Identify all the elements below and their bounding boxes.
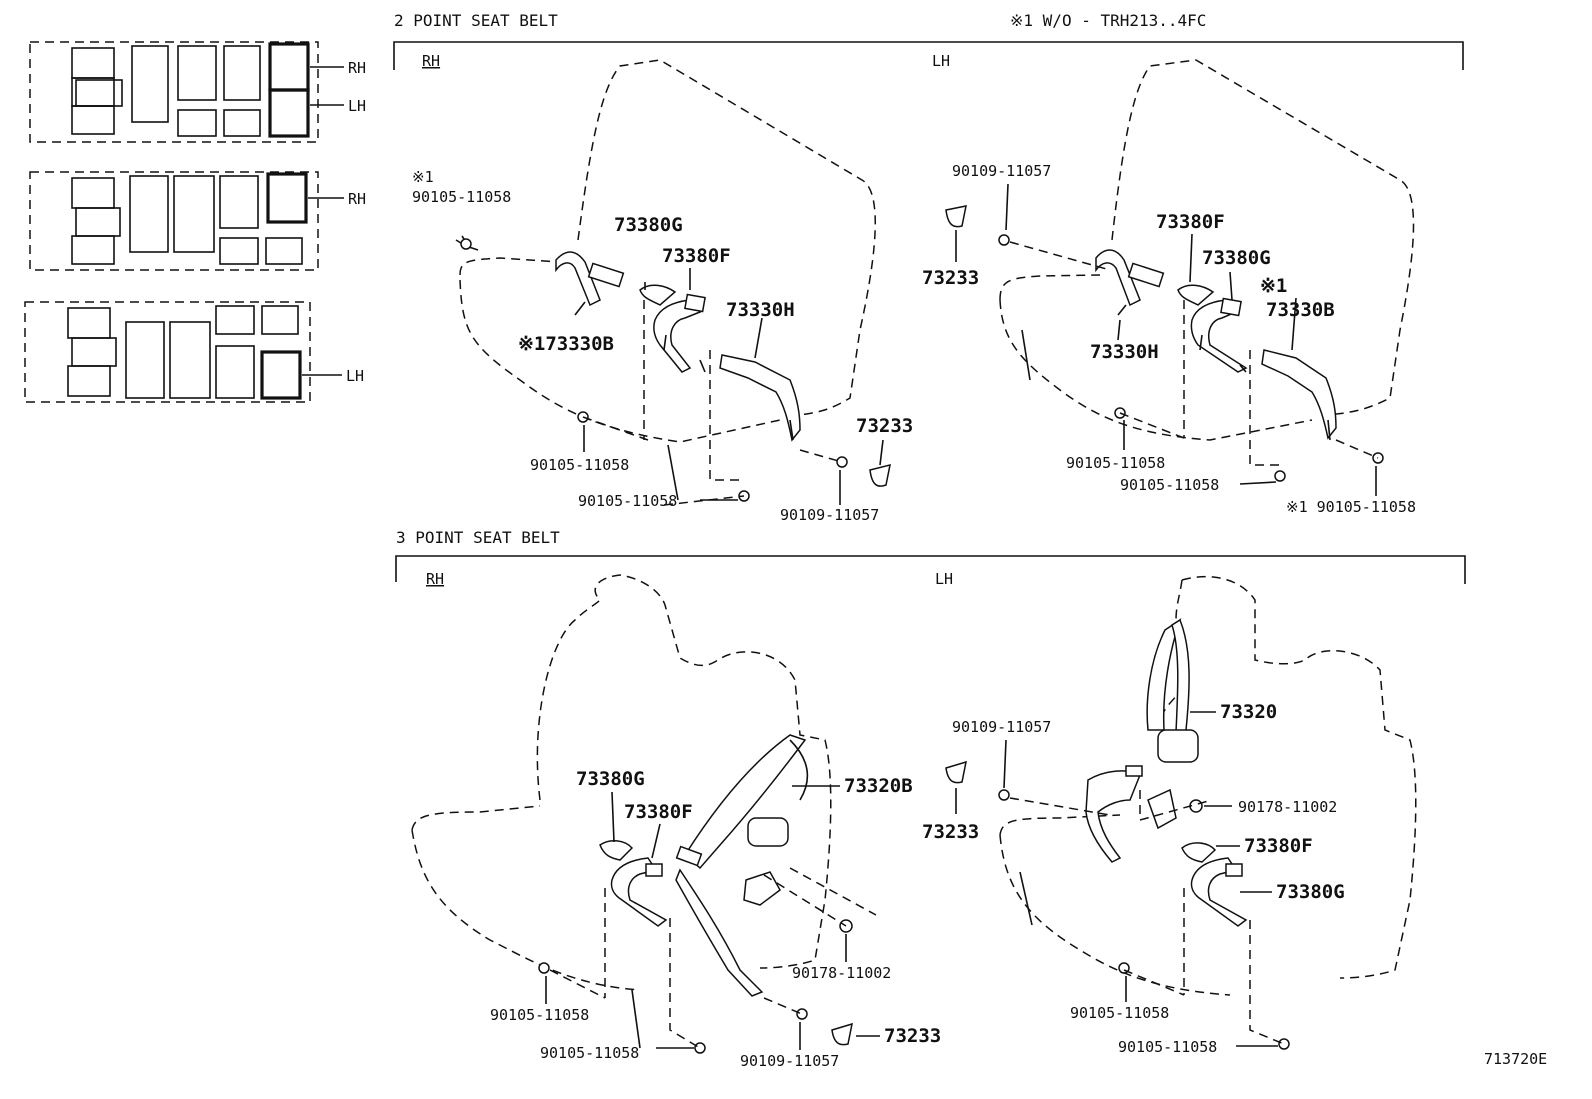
two-point-rh-seat-outline xyxy=(459,59,876,501)
two-point-title: 2 POINT SEAT BELT xyxy=(394,11,558,30)
two-point-bracket xyxy=(393,41,1464,70)
key1-rh-label: RH xyxy=(348,59,366,77)
lh2-73330B: 73330B xyxy=(1266,299,1335,321)
three-point-rh-seat-outline xyxy=(411,574,832,1049)
lh2-90105-b: 90105-11058 xyxy=(1120,476,1219,494)
key1-lh-label: LH xyxy=(348,97,366,115)
rh2-90109: 90109-11057 xyxy=(780,506,879,524)
lh3-73380F: 73380F xyxy=(1244,835,1313,857)
seat-key-diagram-2 xyxy=(29,171,344,271)
lh3-73380G: 73380G xyxy=(1276,881,1345,903)
rh2-90105-mid: 90105-11058 xyxy=(530,456,629,474)
rh3-90105-b: 90105-11058 xyxy=(540,1044,639,1062)
rh2-73380G: 73380G xyxy=(614,214,683,236)
rh2-73233: 73233 xyxy=(856,415,913,437)
lh3-73233: 73233 xyxy=(922,821,979,843)
lh-seat-highlight xyxy=(260,350,302,400)
three-point-title: 3 POINT SEAT BELT xyxy=(396,528,560,547)
lh2-73330H: 73330H xyxy=(1090,341,1159,363)
lh2-73233: 73233 xyxy=(922,267,979,289)
lh2-73380F: 73380F xyxy=(1156,211,1225,233)
rh3-90109: 90109-11057 xyxy=(740,1052,839,1070)
rh2-note1: ※1 xyxy=(412,168,434,186)
key3-lh-label: LH xyxy=(346,367,364,385)
rh3-73320B: 73320B xyxy=(844,775,913,797)
lh3-90109: 90109-11057 xyxy=(952,718,1051,736)
two-point-rh-belts xyxy=(455,235,891,506)
rh-seat-highlight xyxy=(268,42,310,92)
rh3-73380F: 73380F xyxy=(624,801,693,823)
lh3-90105-a: 90105-11058 xyxy=(1070,1004,1169,1022)
seat-key-diagram-3 xyxy=(24,301,342,403)
model-note: ※1 W/O - TRH213..4FC xyxy=(1010,11,1206,30)
lh2-73380G: 73380G xyxy=(1202,247,1271,269)
lh3-90105-b: 90105-11058 xyxy=(1118,1038,1217,1056)
seat-key-diagram-1 xyxy=(29,41,344,143)
rh3-73233: 73233 xyxy=(884,1025,941,1047)
rh2-90105-bot: 90105-11058 xyxy=(578,492,677,510)
rh2-73380F: 73380F xyxy=(662,245,731,267)
rh-seat-highlight xyxy=(266,172,308,224)
two-point-lh-seat-outline xyxy=(999,59,1415,441)
three-point-lh-belts xyxy=(945,618,1290,1050)
lh3-90178: 90178-11002 xyxy=(1238,798,1337,816)
rh3-90105-a: 90105-11058 xyxy=(490,1006,589,1024)
rh2-90105-top: 90105-11058 xyxy=(412,188,511,206)
two-point-lh-label: LH xyxy=(932,52,950,70)
lh2-90109: 90109-11057 xyxy=(952,162,1051,180)
three-point-rh-belts xyxy=(538,734,877,1054)
figure-id: 713720E xyxy=(1484,1050,1547,1068)
lh-seat-highlight xyxy=(268,88,310,138)
two-point-rh-label: RH xyxy=(422,52,440,70)
two-point-lh-belts xyxy=(945,205,1384,482)
rh3-90178: 90178-11002 xyxy=(792,964,891,982)
three-point-lh-label: LH xyxy=(935,570,953,588)
three-point-lh-seat-outline xyxy=(999,575,1417,996)
lh2-90105-c: ※1 90105-11058 xyxy=(1286,498,1416,516)
rh2-73330B: ※173330B xyxy=(518,333,614,355)
lh3-73320: 73320 xyxy=(1220,701,1277,723)
key2-rh-label: RH xyxy=(348,190,366,208)
three-point-bracket xyxy=(395,555,1466,584)
lh2-note1: ※1 xyxy=(1260,275,1287,297)
three-point-rh-label: RH xyxy=(426,570,444,588)
rh3-73380G: 73380G xyxy=(576,768,645,790)
lh2-90105-a: 90105-11058 xyxy=(1066,454,1165,472)
rh2-73330H: 73330H xyxy=(726,299,795,321)
